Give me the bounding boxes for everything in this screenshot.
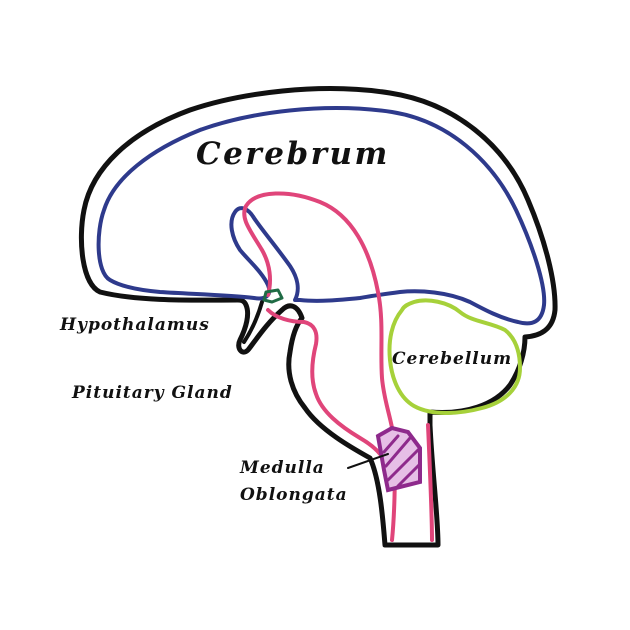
- medulla-pointer-line: [347, 453, 389, 469]
- medulla-hatching: [382, 434, 422, 488]
- label-cerebrum: Cerebrum: [196, 136, 390, 172]
- cerebrum-region: [96, 106, 547, 326]
- label-hypothalamus: Hypothalamus: [59, 315, 210, 335]
- label-oblongata: Oblongata: [240, 485, 348, 505]
- hypothalamus-region: [262, 288, 284, 304]
- pituitary-stalk: [242, 300, 264, 344]
- medulla-region: [375, 425, 422, 493]
- label-cerebellum: Cerebellum: [392, 349, 512, 369]
- label-pituitary-gland: Pituitary Gland: [71, 383, 233, 403]
- cerebellum-region: [387, 298, 522, 415]
- label-medulla: Medulla: [239, 458, 325, 478]
